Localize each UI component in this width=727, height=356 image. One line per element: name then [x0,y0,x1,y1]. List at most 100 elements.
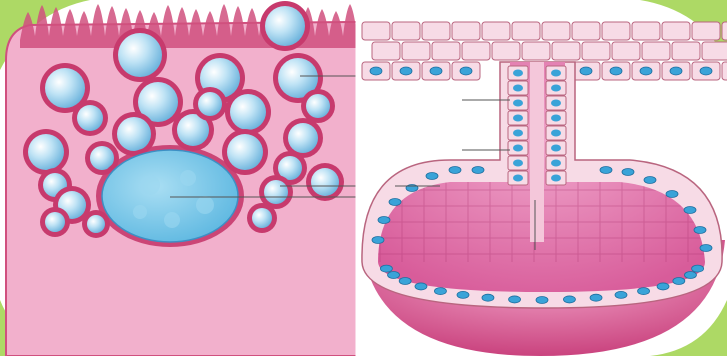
cell-nucleus [700,245,712,252]
cell-nucleus [684,271,696,278]
cell-nucleus [513,85,523,92]
cell-nucleus [378,217,390,224]
vesicle [306,94,330,118]
vesicle [45,212,65,232]
surface-cell [662,22,690,40]
surface-cell [362,22,390,40]
vesicle [28,134,64,170]
cell-nucleus [563,296,575,303]
cell-nucleus [536,297,548,304]
chromatin [180,170,196,186]
cell-nucleus [551,145,561,152]
cell-nucleus [551,175,561,182]
cell-nucleus [551,115,561,122]
cell-nucleus [551,130,561,137]
surface-cell [702,42,727,60]
cell-nucleus [640,67,652,75]
surface-cell [512,22,540,40]
vesicle [45,68,85,108]
secretory-cell [6,1,357,356]
cell-nucleus [692,265,704,272]
cell-nucleus [590,294,602,301]
surface-cell [552,42,580,60]
cell-nucleus [657,283,669,290]
cell-nucleus [513,100,523,107]
cell-nucleus [700,67,712,75]
surface-cell [722,62,727,80]
cell-nucleus [666,191,678,198]
cell-nucleus [430,67,442,75]
cell-nucleus [434,288,446,295]
nucleus [102,150,238,242]
cell-nucleus [372,237,384,244]
surface-cell [462,42,490,60]
cell-nucleus [644,177,656,184]
vesicle [311,168,339,196]
cell-nucleus [472,167,484,174]
cell-nucleus [684,207,696,214]
cell-nucleus [509,296,521,303]
cell-nucleus [670,67,682,75]
cell-nucleus [513,70,523,77]
surface-cell [642,42,670,60]
cell-nucleus [615,291,627,298]
surface-cell [372,42,400,60]
surface-cell [542,22,570,40]
cell-nucleus [426,173,438,180]
vesicle [265,6,305,46]
cell-nucleus [460,67,472,75]
cell-nucleus [694,227,706,234]
cell-nucleus [622,169,634,176]
surface-cell [722,22,727,40]
cell-nucleus [457,291,469,298]
cell-nucleus [551,85,561,92]
surface-cell [572,22,600,40]
cell-nucleus [513,130,523,137]
cell-nucleus [400,67,412,75]
chromatin [164,212,180,228]
surface-cell [692,22,720,40]
surface-cell [612,42,640,60]
vesicle [230,94,266,130]
surface-cell [392,22,420,40]
cell-nucleus [415,283,427,290]
surface-cell [432,42,460,60]
chromatin [196,196,214,214]
surface-cell [582,42,610,60]
vesicle [117,117,151,151]
chromatin [140,175,160,195]
vesicle [118,33,162,77]
vesicle [264,180,288,204]
vesicle [227,134,263,170]
duct-channel [530,62,544,242]
cell-nucleus [389,199,401,206]
chromatin [133,205,147,219]
cell-nucleus [551,160,561,167]
cell-nucleus [513,115,523,122]
cell-nucleus [673,278,685,285]
flask-gland [362,22,727,356]
cell-nucleus [580,67,592,75]
cell-nucleus [551,70,561,77]
cell-nucleus [388,271,400,278]
cell-nucleus [513,175,523,182]
vesicle [87,215,105,233]
cell-nucleus [399,278,411,285]
vesicle [288,123,318,153]
vesicle [252,208,272,228]
surface-cell [422,22,450,40]
cell-nucleus [513,160,523,167]
cell-nucleus [610,67,622,75]
surface-cell [452,22,480,40]
cell-nucleus [370,67,382,75]
surface-cell [632,22,660,40]
cell-nucleus [380,265,392,272]
cell-nucleus [482,294,494,301]
surface-cell [522,42,550,60]
surface-cell [402,42,430,60]
cell-nucleus [513,145,523,152]
cell-nucleus [600,167,612,174]
surface-cell [482,22,510,40]
